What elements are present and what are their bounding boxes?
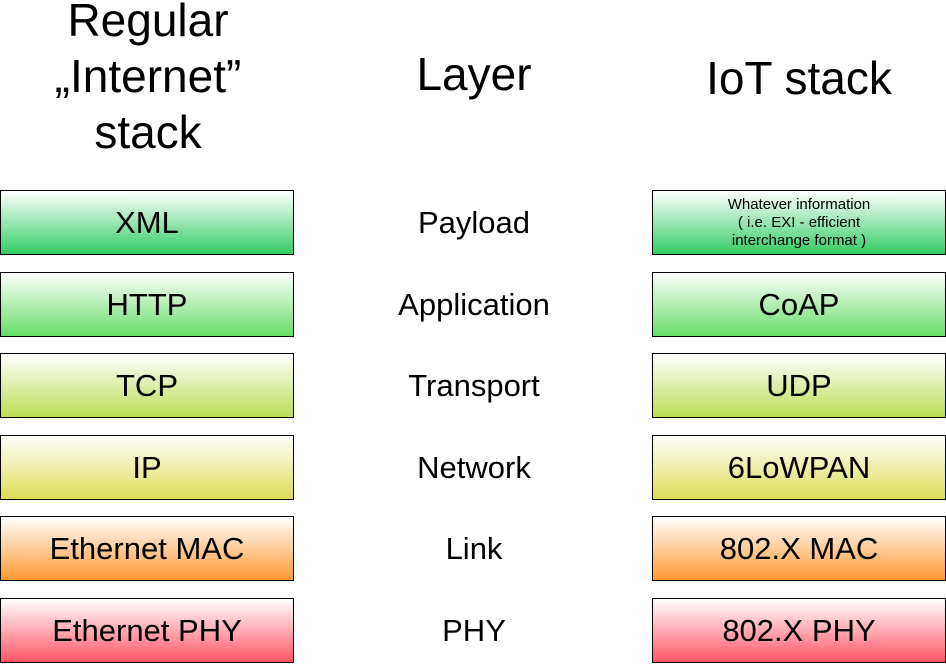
regular-stack-header: Regular „Internet” stack <box>0 0 296 160</box>
regular-cell-transport: TCP <box>0 353 294 418</box>
layer-header: Layer <box>416 48 532 100</box>
regular-cell-link: Ethernet MAC <box>0 516 294 581</box>
regular-stack-header-line-1: Regular <box>67 0 229 46</box>
layer-label-phy: PHY <box>442 612 506 648</box>
regular-cell-application: HTTP <box>0 272 294 337</box>
iot-cell-phy: 802.X PHY <box>652 598 946 663</box>
iot-cell-transport: UDP <box>652 353 946 418</box>
regular-cell-phy: Ethernet PHY <box>0 598 294 663</box>
regular-stack-header-line-3: stack <box>94 106 202 158</box>
regular-cell-network: IP <box>0 435 294 500</box>
layer-label-payload: Payload <box>417 204 531 240</box>
layer-label-transport: Transport <box>408 367 540 403</box>
layer-label-link: Link <box>445 530 503 566</box>
iot-cell-application: CoAP <box>652 272 946 337</box>
layer-label-network: Network <box>417 449 531 485</box>
iot-stack-header: IoT stack <box>706 52 892 104</box>
layer-label-application: Application <box>398 286 550 322</box>
iot-cell-network: 6LoWPAN <box>652 435 946 500</box>
iot-cell-payload-text: Whatever information( i.e. EXI - efficie… <box>727 195 871 249</box>
regular-cell-payload: XML <box>0 190 294 255</box>
iot-cell-link: 802.X MAC <box>652 516 946 581</box>
iot-cell-payload: Whatever information( i.e. EXI - efficie… <box>652 190 946 255</box>
regular-stack-header-line-2: „Internet” <box>54 50 242 102</box>
